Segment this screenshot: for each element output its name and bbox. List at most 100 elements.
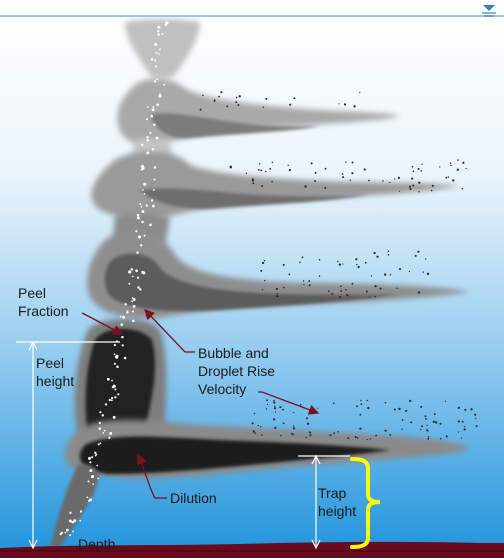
bubble: [69, 512, 71, 514]
droplet: [351, 172, 353, 174]
droplet: [457, 169, 459, 171]
droplet: [402, 419, 404, 421]
droplet: [394, 178, 395, 179]
bubble: [112, 386, 114, 388]
bubble: [107, 378, 110, 381]
droplet: [445, 177, 447, 179]
bubble: [135, 230, 137, 232]
droplet: [384, 273, 386, 275]
bubble: [114, 363, 116, 365]
droplet: [427, 273, 429, 275]
droplet: [390, 274, 391, 275]
droplet: [450, 165, 451, 166]
bubble: [146, 204, 148, 206]
droplet: [418, 291, 420, 293]
droplet: [315, 172, 317, 174]
droplet: [379, 288, 381, 290]
droplet: [470, 408, 472, 410]
droplet: [314, 180, 316, 182]
bubble: [79, 520, 81, 522]
droplet: [255, 432, 257, 434]
droplet: [299, 261, 301, 263]
droplet: [265, 171, 267, 173]
droplet: [425, 418, 427, 420]
bubble: [132, 320, 135, 323]
droplet: [329, 434, 331, 436]
bubble: [128, 283, 130, 285]
droplet: [361, 403, 363, 405]
droplet: [398, 177, 400, 179]
bubble: [157, 26, 160, 29]
droplet: [382, 180, 383, 181]
droplet: [434, 413, 436, 415]
bubble: [65, 532, 67, 534]
droplet: [387, 250, 389, 252]
droplet: [399, 191, 400, 192]
bubble: [95, 455, 97, 457]
droplet: [421, 425, 423, 427]
bubble: [141, 168, 143, 170]
droplet: [283, 422, 285, 424]
droplet: [464, 426, 465, 427]
bubble: [141, 271, 144, 274]
droplet: [427, 430, 428, 431]
droplet: [398, 408, 400, 410]
bubble: [136, 251, 138, 253]
bubble: [153, 124, 155, 126]
droplet: [252, 179, 254, 181]
bubble: [144, 193, 146, 195]
droplet: [355, 436, 357, 438]
droplet: [214, 100, 215, 101]
droplet: [254, 413, 255, 414]
bubble: [141, 221, 143, 223]
bubble: [88, 457, 91, 460]
droplet: [328, 290, 330, 292]
bubble: [156, 103, 159, 106]
droplet: [423, 271, 424, 272]
droplet: [305, 437, 306, 438]
droplet: [292, 433, 294, 435]
bubble: [69, 534, 71, 536]
droplet: [261, 435, 262, 436]
droplet: [426, 425, 427, 426]
bubble: [154, 179, 156, 181]
droplet: [399, 268, 401, 270]
droplet: [389, 434, 391, 436]
bubble: [161, 33, 163, 35]
bubble: [89, 461, 91, 463]
bubble: [91, 475, 94, 478]
droplet: [356, 264, 357, 265]
droplet: [265, 98, 267, 100]
droplet: [413, 170, 415, 172]
bubble: [165, 21, 168, 24]
droplet: [421, 164, 422, 165]
bubble: [135, 269, 138, 272]
bubble: [89, 469, 92, 472]
bubble: [149, 224, 152, 227]
bubble: [99, 411, 101, 413]
droplet: [272, 162, 273, 163]
droplet: [263, 106, 264, 107]
bubble: [114, 396, 116, 398]
bubble: [120, 316, 122, 318]
bubble: [146, 136, 148, 138]
bubble: [87, 480, 89, 482]
droplet: [439, 423, 441, 425]
droplet: [427, 438, 429, 440]
droplet: [357, 437, 359, 439]
bubble: [157, 30, 159, 32]
droplet: [252, 422, 254, 424]
droplet: [260, 270, 262, 272]
bubble: [114, 388, 116, 390]
droplet: [230, 166, 232, 168]
droplet: [276, 293, 277, 294]
droplet: [280, 435, 281, 436]
droplet: [385, 402, 387, 404]
droplet: [319, 275, 320, 276]
droplet: [369, 296, 370, 297]
droplet: [452, 179, 454, 181]
droplet: [331, 293, 333, 295]
bubble: [133, 305, 136, 308]
droplet: [345, 289, 347, 291]
droplet: [340, 286, 342, 288]
